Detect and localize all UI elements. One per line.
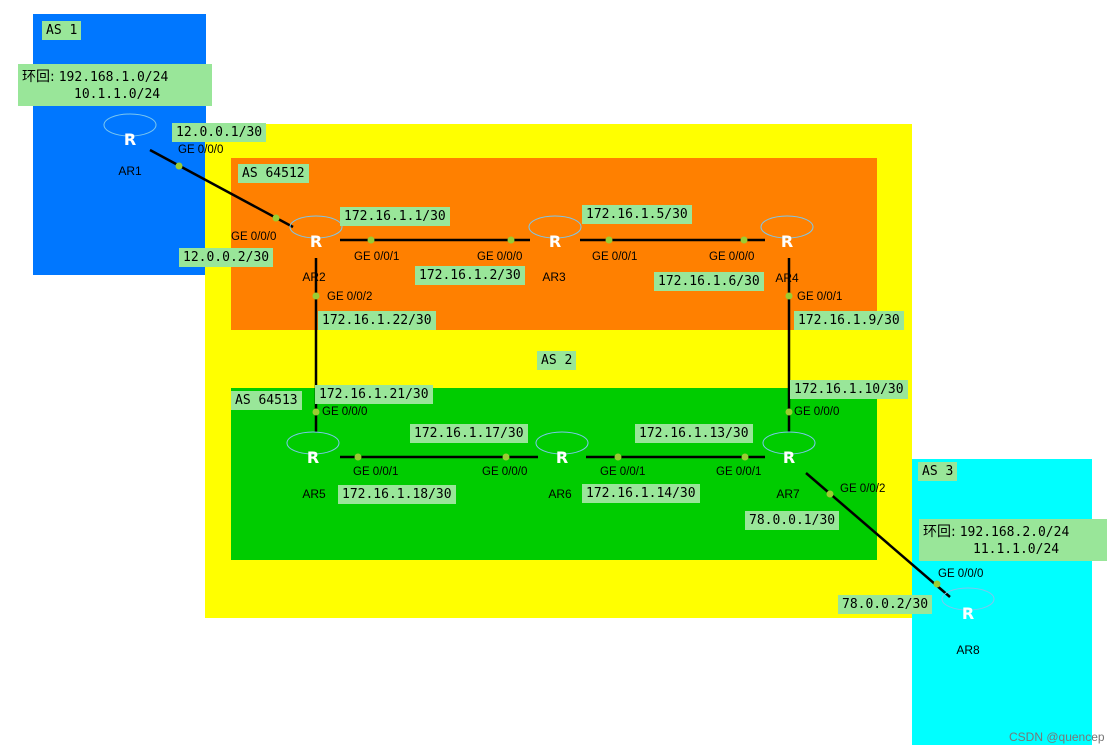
port-dot bbox=[605, 236, 613, 244]
router-name-ar7: AR7 bbox=[776, 487, 800, 501]
port-dot bbox=[354, 453, 362, 461]
ip-label-ar2-g001: 172.16.1.1/30 bbox=[340, 207, 450, 226]
as2-label: AS 2 bbox=[537, 351, 577, 370]
loopback-prefix: 环回: bbox=[22, 69, 55, 85]
port-dot bbox=[614, 453, 622, 461]
ip-label-ar2-g000: 12.0.0.2/30 bbox=[179, 248, 274, 267]
router-icon-ar5[interactable] bbox=[285, 430, 341, 474]
router-icon-ar4[interactable] bbox=[759, 214, 815, 258]
port-label-ar2-g002: GE 0/0/2 bbox=[327, 291, 373, 303]
port-label-ar5-g001: GE 0/0/1 bbox=[353, 466, 399, 478]
port-label-ar5-g000: GE 0/0/0 bbox=[322, 406, 368, 418]
router-icon-ar3[interactable] bbox=[527, 214, 583, 258]
port-dot bbox=[175, 162, 183, 170]
port-dot bbox=[272, 214, 280, 222]
ip-label-ar7-g000: 172.16.1.10/30 bbox=[790, 380, 908, 399]
port-dot bbox=[312, 408, 320, 416]
ip-label-ar4-g001: 172.16.1.9/30 bbox=[794, 311, 904, 330]
loopback-net-2: 11.1.1.0/24 bbox=[973, 542, 1060, 557]
loopback-prefix: 环回: bbox=[923, 524, 956, 540]
port-dot bbox=[507, 236, 515, 244]
router-name-ar1: AR1 bbox=[118, 164, 142, 178]
port-dot bbox=[785, 292, 793, 300]
as1-region bbox=[33, 14, 206, 275]
ip-label-ar1-g000: 12.0.0.1/30 bbox=[172, 123, 267, 142]
as1-loopback-box: 环回:192.168.1.0/24 10.1.1.0/24 bbox=[18, 64, 212, 106]
ip-label-ar6-g000: 172.16.1.17/30 bbox=[410, 424, 528, 443]
port-label-ar2-g000: GE 0/0/0 bbox=[231, 231, 277, 243]
link-ar1-ar2 bbox=[149, 148, 294, 229]
port-dot bbox=[741, 453, 749, 461]
as64513-label: AS 64513 bbox=[231, 391, 302, 410]
ip-label-ar6-g001: 172.16.1.14/30 bbox=[582, 484, 700, 503]
port-label-ar6-g000: GE 0/0/0 bbox=[482, 466, 528, 478]
port-dot bbox=[312, 292, 320, 300]
ip-label-ar3-g000: 172.16.1.2/30 bbox=[415, 266, 525, 285]
port-label-ar7-g000: GE 0/0/0 bbox=[794, 406, 840, 418]
router-name-ar6: AR6 bbox=[548, 487, 572, 501]
port-dot bbox=[933, 580, 941, 588]
as64513-region bbox=[231, 388, 877, 560]
as3-label: AS 3 bbox=[918, 462, 958, 481]
port-dot bbox=[826, 490, 834, 498]
ip-label-ar5-g000: 172.16.1.21/30 bbox=[315, 385, 433, 404]
router-name-ar5: AR5 bbox=[302, 487, 326, 501]
port-label-ar4-g001: GE 0/0/1 bbox=[797, 291, 843, 303]
router-name-ar4: AR4 bbox=[775, 271, 799, 285]
port-dot bbox=[740, 236, 748, 244]
port-dot bbox=[367, 236, 375, 244]
port-label-ar4-g000: GE 0/0/0 bbox=[709, 251, 755, 263]
port-label-ar6-g001: GE 0/0/1 bbox=[600, 466, 646, 478]
ip-label-ar7-g002: 78.0.0.1/30 bbox=[745, 511, 840, 530]
router-name-ar8: AR8 bbox=[956, 643, 980, 657]
as3-region bbox=[912, 459, 1092, 745]
ip-label-ar7-g001: 172.16.1.13/30 bbox=[635, 424, 753, 443]
ip-label-ar5-g001: 172.16.1.18/30 bbox=[338, 485, 456, 504]
watermark: CSDN @quencep bbox=[1009, 730, 1105, 744]
as64512-label: AS 64512 bbox=[238, 164, 309, 183]
loopback-net-1: 192.168.1.0/24 bbox=[58, 70, 169, 85]
ip-label-ar3-g001: 172.16.1.5/30 bbox=[582, 205, 692, 224]
port-dot bbox=[502, 453, 510, 461]
router-icon-ar2[interactable] bbox=[288, 214, 344, 258]
router-icon-ar1[interactable] bbox=[102, 112, 158, 156]
ip-label-ar4-g000: 172.16.1.6/30 bbox=[654, 272, 764, 291]
port-label-ar3-g000: GE 0/0/0 bbox=[477, 251, 523, 263]
port-label-ar2-g001: GE 0/0/1 bbox=[354, 251, 400, 263]
port-label-ar7-g001: GE 0/0/1 bbox=[716, 466, 762, 478]
loopback-net-2: 10.1.1.0/24 bbox=[74, 87, 161, 102]
ip-label-ar8-g000: 78.0.0.2/30 bbox=[838, 595, 933, 614]
router-name-ar3: AR3 bbox=[542, 270, 566, 284]
router-icon-ar6[interactable] bbox=[534, 430, 590, 474]
router-icon-ar7[interactable] bbox=[761, 430, 817, 474]
port-label-ar7-g002: GE 0/0/2 bbox=[840, 483, 886, 495]
loopback-net-1: 192.168.2.0/24 bbox=[959, 525, 1070, 540]
ip-label-ar2-g002: 172.16.1.22/30 bbox=[318, 311, 436, 330]
as1-label: AS 1 bbox=[42, 21, 82, 40]
router-icon-ar8[interactable] bbox=[940, 586, 996, 630]
port-label-ar1-g000: GE 0/0/0 bbox=[178, 144, 224, 156]
router-name-ar2: AR2 bbox=[302, 270, 326, 284]
port-label-ar8-g000: GE 0/0/0 bbox=[938, 568, 984, 580]
port-dot bbox=[785, 408, 793, 416]
as3-loopback-box: 环回:192.168.2.0/24 11.1.1.0/24 bbox=[919, 519, 1107, 561]
port-label-ar3-g001: GE 0/0/1 bbox=[592, 251, 638, 263]
